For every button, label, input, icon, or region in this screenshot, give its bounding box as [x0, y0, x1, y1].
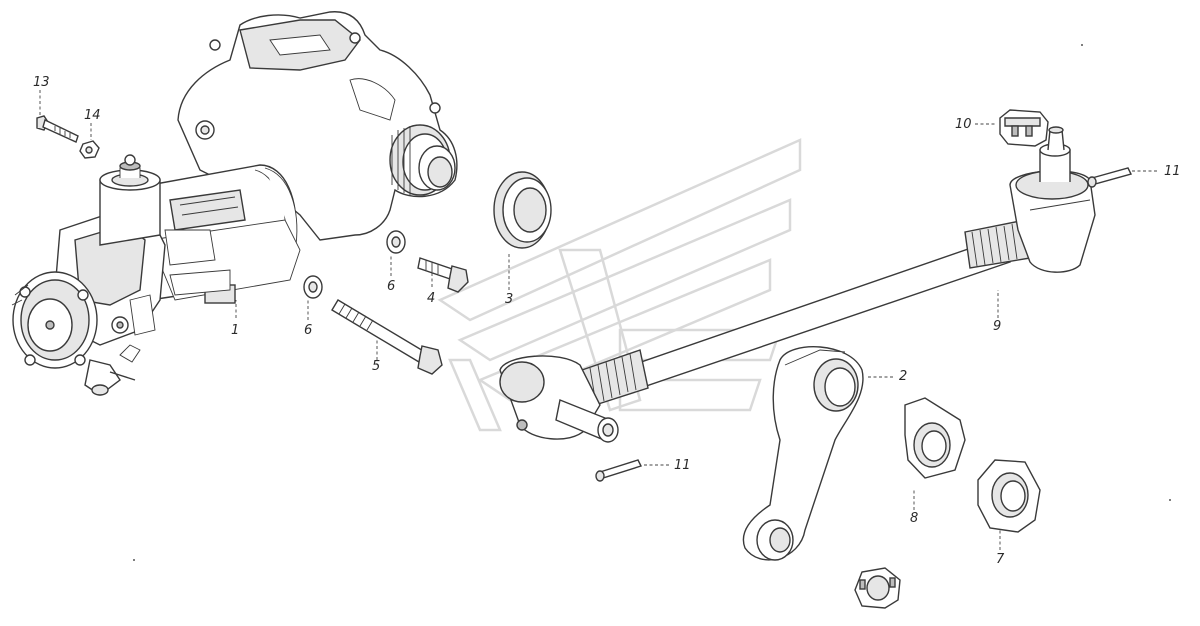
callout-1: 1 [231, 323, 240, 338]
callout-11-right: 11 [1164, 164, 1181, 179]
pitman-arm-2 [742, 346, 864, 561]
washer-6-lower [303, 275, 323, 299]
callout-13: 13 [33, 75, 50, 90]
callout-6-upper: 6 [387, 279, 396, 294]
washer-6-upper [386, 230, 406, 254]
callout-7: 7 [996, 552, 1005, 567]
hex-nut-7 [977, 459, 1041, 533]
callout-9: 9 [993, 319, 1002, 334]
watermark-logo [437, 138, 802, 432]
callout-14: 14 [84, 108, 101, 123]
callout-4: 4 [427, 291, 436, 306]
nut-14 [79, 140, 100, 159]
bolt-4 [417, 257, 469, 293]
castle-nut-lower [854, 567, 901, 609]
callout-2: 2 [899, 369, 908, 384]
callout-5: 5 [372, 359, 381, 374]
leader-lines [39, 90, 1158, 550]
callout-8: 8 [910, 511, 919, 526]
cotter-pin-11-left [595, 459, 642, 482]
callout-10: 10 [955, 117, 972, 132]
callout-3: 3 [505, 292, 514, 307]
steering-gear-housing [11, 11, 458, 396]
callout-11-left: 11 [674, 458, 691, 473]
lock-washer-8 [904, 397, 966, 479]
bolt-5 [331, 299, 443, 375]
tie-rod-9 [499, 126, 1096, 443]
callout-6-lower: 6 [304, 323, 313, 338]
seal-ring-3 [493, 171, 552, 249]
castle-nut-10 [999, 109, 1049, 147]
cotter-pin-11-right [1087, 167, 1133, 188]
bolt-13 [36, 115, 79, 143]
